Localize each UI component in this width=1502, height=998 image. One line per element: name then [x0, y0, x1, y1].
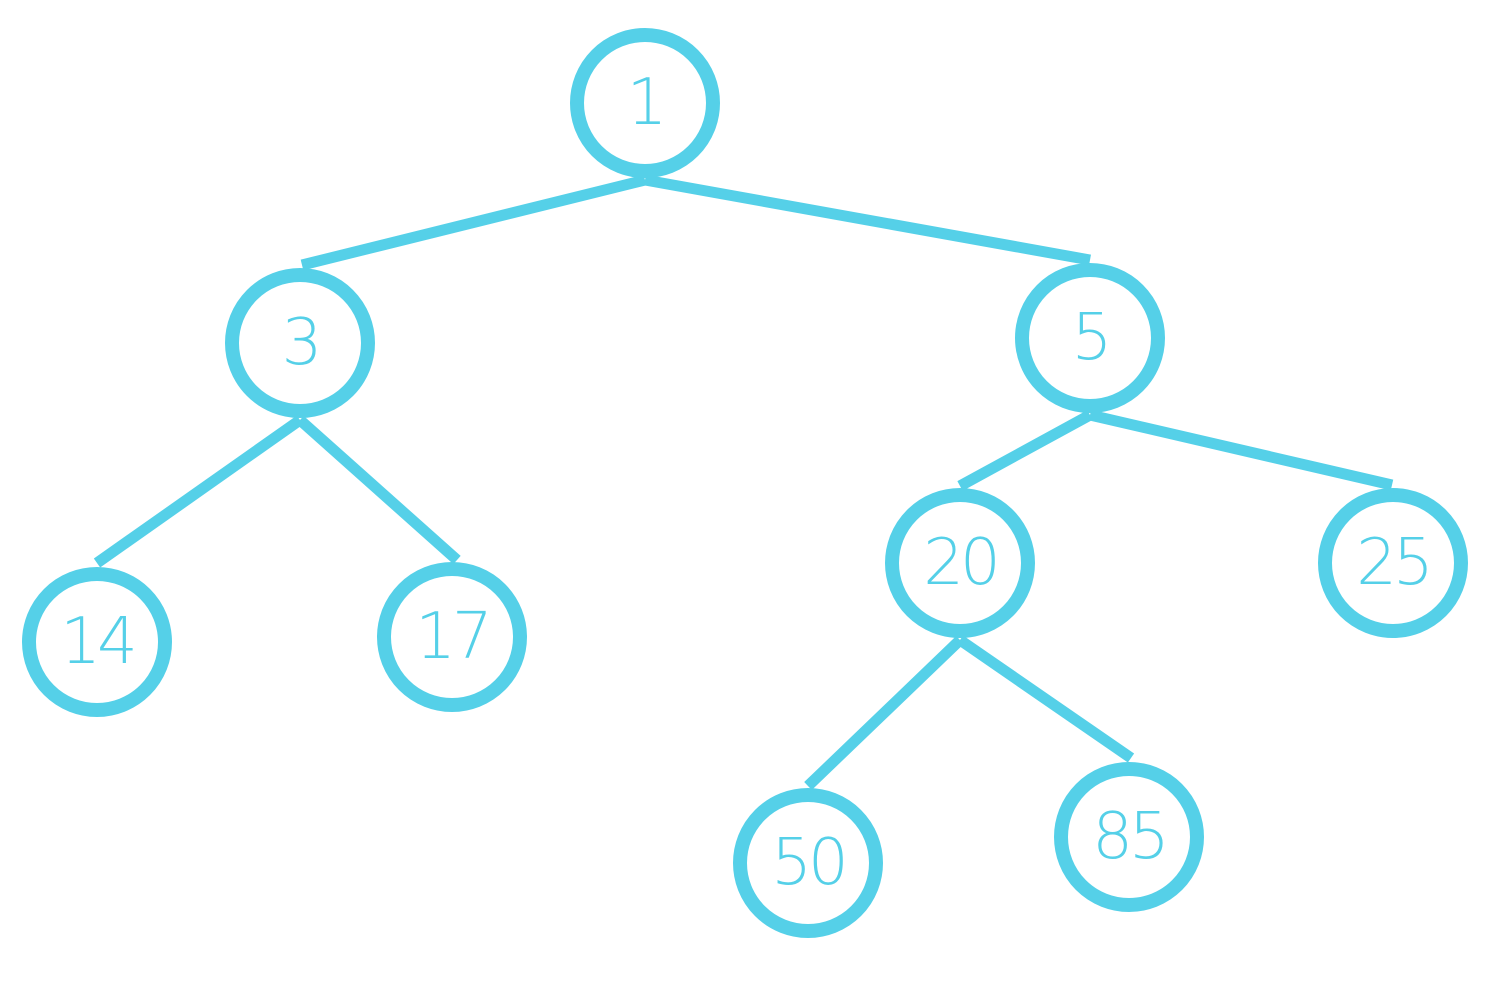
node-circle [1318, 488, 1468, 638]
tree-node-14: 14 [22, 567, 172, 717]
tree-node-20: 20 [885, 488, 1035, 638]
nodes-layer: 1 3 5 14 17 20 25 50 85 [22, 28, 1468, 938]
node-circle [22, 567, 172, 717]
tree-node-5: 5 [1015, 263, 1165, 413]
edges-layer [93, 174, 1394, 790]
edge-n5-n20 [957, 410, 1093, 491]
node-circle [1054, 762, 1204, 912]
edge-n20-n50 [804, 636, 964, 790]
node-label: 3 [282, 306, 319, 380]
node-circle [570, 28, 720, 178]
tree-node-25: 25 [1318, 488, 1468, 638]
tree-node-85: 85 [1054, 762, 1204, 912]
edge-n5-n25 [1088, 409, 1394, 491]
node-label: 25 [1356, 526, 1429, 600]
node-label: 1 [627, 66, 664, 140]
node-label: 20 [923, 526, 996, 600]
node-circle [885, 488, 1035, 638]
node-circle [733, 788, 883, 938]
node-circle [225, 268, 375, 418]
node-label: 5 [1072, 301, 1109, 375]
edge-n3-n17 [296, 415, 461, 565]
tree-node-17: 17 [377, 562, 527, 712]
node-label: 17 [415, 600, 488, 674]
node-circle [1015, 263, 1165, 413]
edge-n3-n14 [93, 415, 304, 568]
tree-node-3: 3 [225, 268, 375, 418]
edge-n1-n3 [300, 174, 647, 271]
edge-n1-n5 [644, 174, 1091, 266]
node-label: 85 [1092, 800, 1165, 874]
node-label: 14 [60, 605, 133, 679]
edge-n20-n85 [956, 635, 1135, 763]
tree-node-50: 50 [733, 788, 883, 938]
node-circle [377, 562, 527, 712]
tree-node-1: 1 [570, 28, 720, 178]
node-label: 50 [771, 826, 844, 900]
